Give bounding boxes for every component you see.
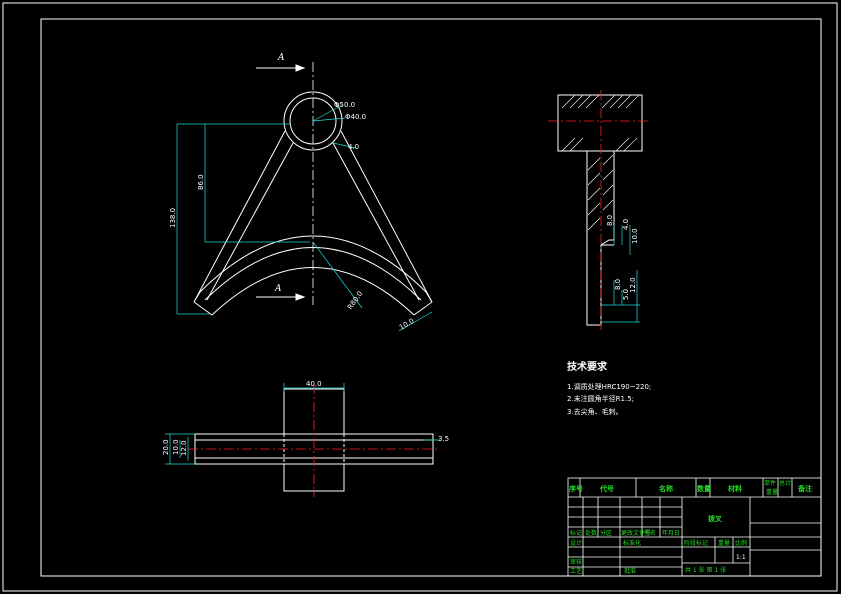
tb-scale: 1:1 xyxy=(736,554,746,561)
tb-stage-2: 比例 xyxy=(735,539,747,547)
title-block xyxy=(567,477,822,577)
dim-inner-dia: Φ40.0 xyxy=(345,113,366,121)
dim-end-gap: 3.5 xyxy=(438,435,449,443)
inner-border xyxy=(40,18,822,577)
dim-bottom-h1: 20.0 xyxy=(162,439,170,455)
dim-side-5: 5.0 xyxy=(622,289,630,300)
dim-side-4: 8.0 xyxy=(614,279,622,290)
notes-title: 技术要求 xyxy=(567,360,608,373)
side-stem xyxy=(586,151,615,326)
right-foot xyxy=(413,301,433,316)
tb-stage-1: 重量 xyxy=(718,539,730,547)
dim-bottom-h3: 12.0 xyxy=(180,440,188,456)
tb-header-4: 材料 xyxy=(727,484,742,493)
tb-header-2: 名称 xyxy=(659,484,673,493)
section-label-top: A xyxy=(277,53,285,63)
right-arm-outer xyxy=(340,130,433,303)
side-hub xyxy=(557,94,643,152)
tb-header-7: 备注 xyxy=(797,484,812,493)
tb-row-label-0: 标记 xyxy=(570,529,582,537)
dim-height-inner: 86.0 xyxy=(197,174,205,190)
tb-header-1: 代号 xyxy=(599,484,614,493)
side-dimensions xyxy=(601,225,640,323)
left-arm-inner xyxy=(206,142,294,301)
dim-hub-width: 40.0 xyxy=(306,380,322,388)
bottom-dimensions xyxy=(165,383,440,465)
dim-side-1: 8.0 xyxy=(606,215,614,226)
notes-line-1: 1.调质处理HRC190~220; xyxy=(567,382,651,391)
tb-header-3: 数量 xyxy=(697,484,711,493)
tb-row-label-2: 分区 xyxy=(600,529,612,537)
dim-bottom-h2: 10.0 xyxy=(172,439,180,455)
dim-arm-thickness: 4.0 xyxy=(348,143,359,151)
dim-foot-width: 10.0 xyxy=(398,317,416,332)
dim-side-3: 10.0 xyxy=(631,228,639,244)
dim-height-total: 138.0 xyxy=(169,208,177,228)
section-label-bottom: A xyxy=(274,284,282,294)
dim-side-6: 12.0 xyxy=(629,277,637,293)
tb-part-name: 拨叉 xyxy=(708,514,723,523)
right-foot-b xyxy=(425,291,433,303)
left-foot-b xyxy=(193,291,201,303)
section-marker-top xyxy=(256,64,306,72)
dim-outer-dia: Φ50.0 xyxy=(334,101,355,109)
fork-arc-top xyxy=(199,235,427,293)
tb-standardize: 标准化 xyxy=(623,539,641,547)
tb-row-label-1: 处数 xyxy=(585,529,597,537)
notes-line-3: 3.去尖角、毛刺。 xyxy=(567,407,623,416)
tb-approve: 批准 xyxy=(624,567,636,575)
tb-reviewer: 审核 xyxy=(570,558,582,566)
front-view xyxy=(193,91,433,316)
tb-designer: 设计 xyxy=(570,539,582,547)
left-arm-outer xyxy=(193,130,286,303)
right-arm-inner xyxy=(332,142,420,301)
tb-header-0: 序号 xyxy=(568,484,583,493)
tb-row-label-5: 年月日 xyxy=(662,529,680,537)
dim-side-2: 4.0 xyxy=(622,219,630,230)
tb-header-sub: 重量 xyxy=(766,488,778,496)
hub-outer-circle xyxy=(283,91,343,151)
tb-row-label-3: 更改文件号 xyxy=(621,529,651,537)
tb-header-6: 总计 xyxy=(779,479,791,487)
tb-header-5: 单件 xyxy=(764,479,776,487)
tb-stage-0: 阶段标记 xyxy=(684,539,708,547)
tb-process: 工艺 xyxy=(570,567,582,575)
notes-line-2: 2.未注圆角半径R1.5; xyxy=(567,394,634,403)
section-marker-bottom xyxy=(256,293,306,301)
side-hatching xyxy=(561,94,640,231)
left-foot xyxy=(193,301,213,316)
tb-row-label-4: 签名 xyxy=(644,529,656,537)
tb-sheets: 共 1 张 第 1 张 xyxy=(685,566,726,574)
front-dimensions xyxy=(176,104,433,332)
